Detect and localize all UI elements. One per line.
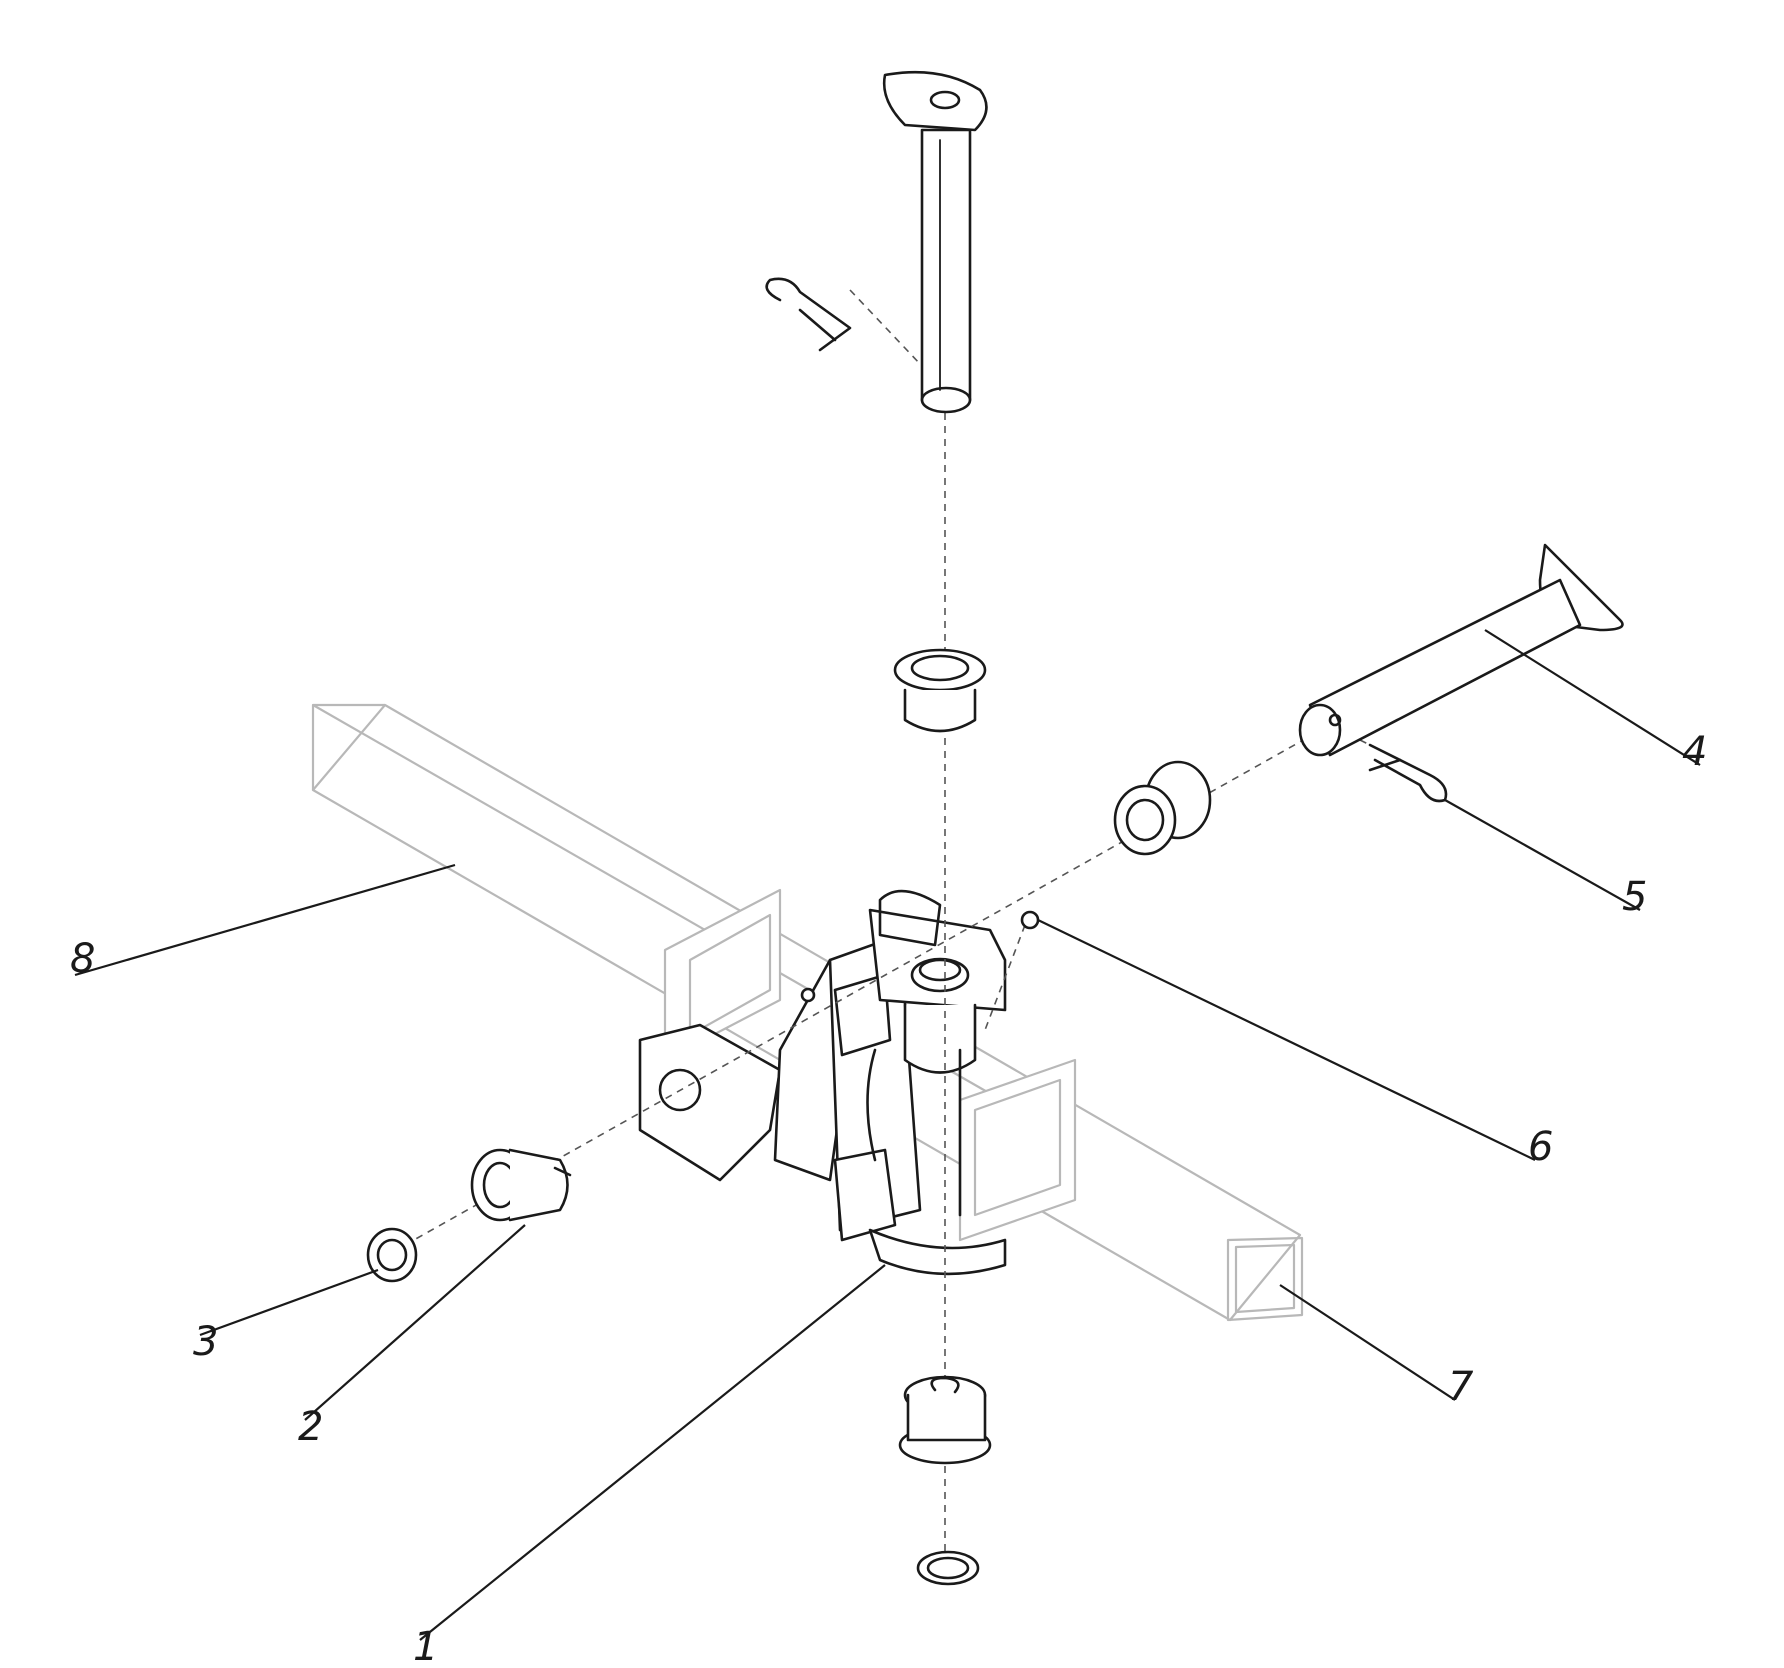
r-clip-right <box>1368 743 1448 803</box>
callout-2: 2 <box>298 1404 323 1450</box>
callout-8: 8 <box>70 936 95 982</box>
callout-labels: 1 2 3 4 5 6 7 8 <box>70 729 1707 1668</box>
callout-6: 6 <box>1528 1124 1553 1170</box>
grease-nipple <box>800 910 1040 1003</box>
callout-3: 3 <box>193 1319 218 1365</box>
bushing-right <box>1113 760 1212 856</box>
leader-lines <box>74 629 1701 1641</box>
vertical-pin <box>882 70 988 414</box>
horizontal-pin <box>1298 543 1624 757</box>
bushing-lower <box>898 1375 992 1465</box>
washer-lower <box>916 1550 980 1586</box>
bushing-upper <box>893 648 987 733</box>
receiver-frame <box>663 888 1077 1242</box>
washer-left <box>366 1227 418 1283</box>
r-clip-upper <box>765 277 852 352</box>
callout-1: 1 <box>413 1624 438 1668</box>
hinge-bracket <box>638 889 1007 1276</box>
callout-5: 5 <box>1622 874 1647 920</box>
callout-4: 4 <box>1682 729 1707 775</box>
bushing-left <box>470 1148 572 1222</box>
callout-7: 7 <box>1448 1364 1474 1410</box>
